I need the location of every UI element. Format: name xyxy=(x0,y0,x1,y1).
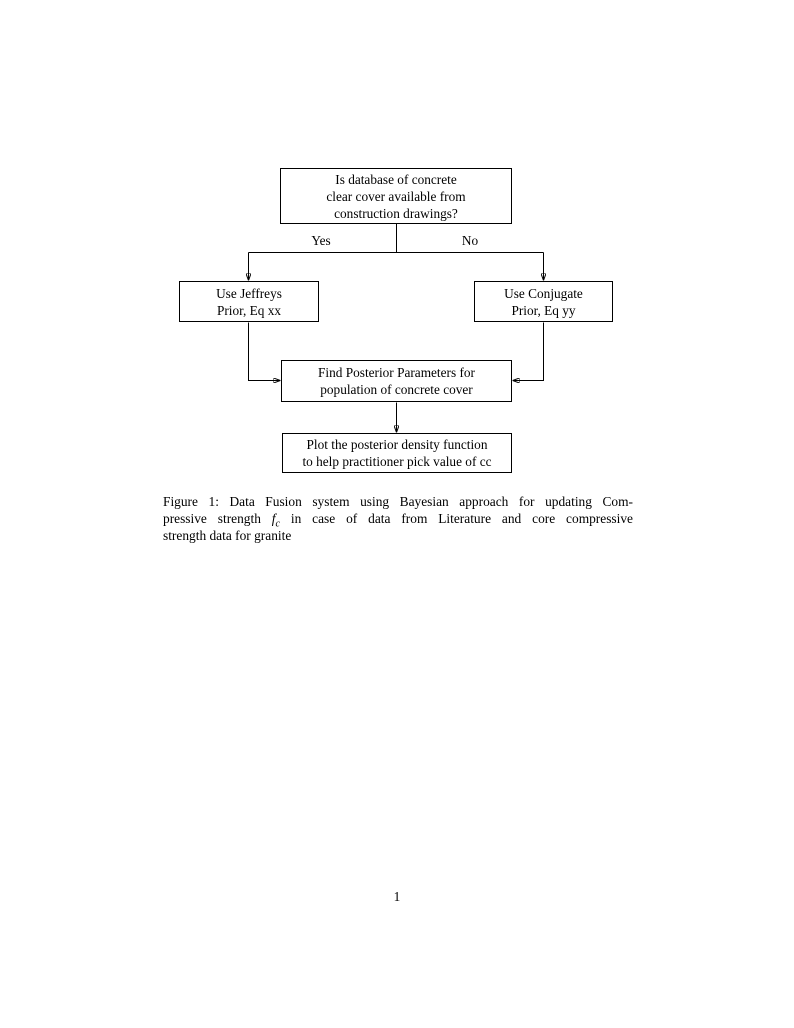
caption-line-2: pressive strength fc in case of data fro… xyxy=(163,510,633,529)
figure-caption: Figure 1: Data Fusion system using Bayes… xyxy=(163,493,633,545)
flowchart-connectors xyxy=(0,224,794,490)
caption-line-1: Figure 1: Data Fusion system using Bayes… xyxy=(163,494,633,509)
caption-line-2-post: in case of data from Literature and core… xyxy=(279,511,633,527)
math-c-subscript: c xyxy=(275,518,280,530)
math-f-symbol: f xyxy=(271,511,276,527)
math-fc: fc xyxy=(271,511,280,529)
figure-1-flowchart: Is database of concrete clear cover avai… xyxy=(0,0,794,490)
node-plot-density: Plot the posterior density function to h… xyxy=(282,433,512,473)
page-number: 1 xyxy=(393,889,401,904)
node-question: Is database of concrete clear cover avai… xyxy=(280,168,512,224)
connector-jeffreys-to-posterior xyxy=(248,322,281,381)
node-jeffreys-prior: Use Jeffreys Prior, Eq xx xyxy=(179,281,319,322)
caption-line-3: strength data for granite xyxy=(163,528,292,544)
connector-conjugate-to-posterior xyxy=(513,322,544,381)
edge-label-yes: Yes xyxy=(311,233,331,248)
node-conjugate-prior: Use Conjugate Prior, Eq yy xyxy=(474,281,613,322)
edge-label-no: No xyxy=(461,233,479,248)
node-posterior-parameters: Find Posterior Parameters for population… xyxy=(281,360,512,402)
caption-line-2-pre: pressive strength xyxy=(163,511,272,527)
